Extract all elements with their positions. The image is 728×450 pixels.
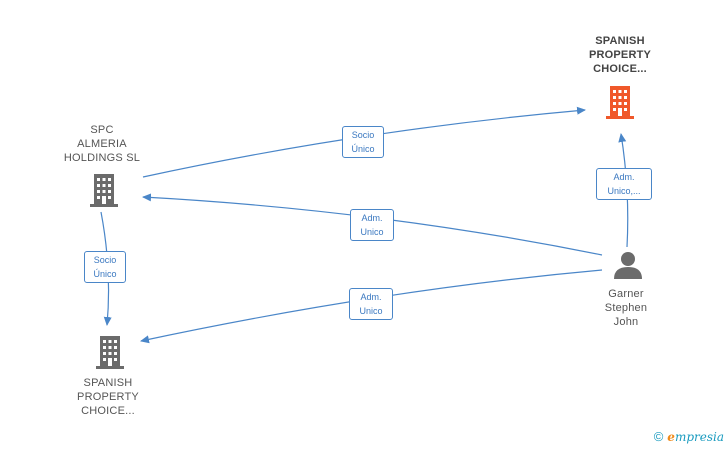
- edge-label-adm-unico-lower: Adm. Unico: [349, 288, 393, 320]
- brand-initial: e: [667, 429, 675, 444]
- building-icon[interactable]: [94, 334, 126, 370]
- edge-label-adm-unico-right: Adm. Unico,...: [596, 168, 652, 200]
- node-label-garner-stephen-john[interactable]: Garner Stephen John: [604, 288, 648, 328]
- edge-label-socio-unico-top: Socio Único: [342, 126, 384, 158]
- building-highlight-icon[interactable]: [604, 84, 636, 120]
- building-icon[interactable]: [88, 172, 120, 208]
- copyright-symbol: ©: [653, 429, 664, 444]
- edge-label-socio-unico-left: Socio Único: [84, 251, 126, 283]
- person-icon[interactable]: [612, 250, 644, 280]
- brand-name: mpresia: [674, 429, 724, 444]
- footer-brand: © empresia: [654, 429, 724, 444]
- node-label-spc-almeria[interactable]: SPC ALMERIA HOLDINGS SL: [63, 124, 141, 164]
- node-label-spanish-property-bottom[interactable]: SPANISH PROPERTY CHOICE...: [77, 377, 139, 417]
- edge-label-adm-unico-middle: Adm. Unico: [350, 209, 394, 241]
- node-label-spanish-property-top[interactable]: SPANISH PROPERTY CHOICE...: [588, 35, 652, 75]
- empresia-logo[interactable]: empresia: [667, 430, 724, 444]
